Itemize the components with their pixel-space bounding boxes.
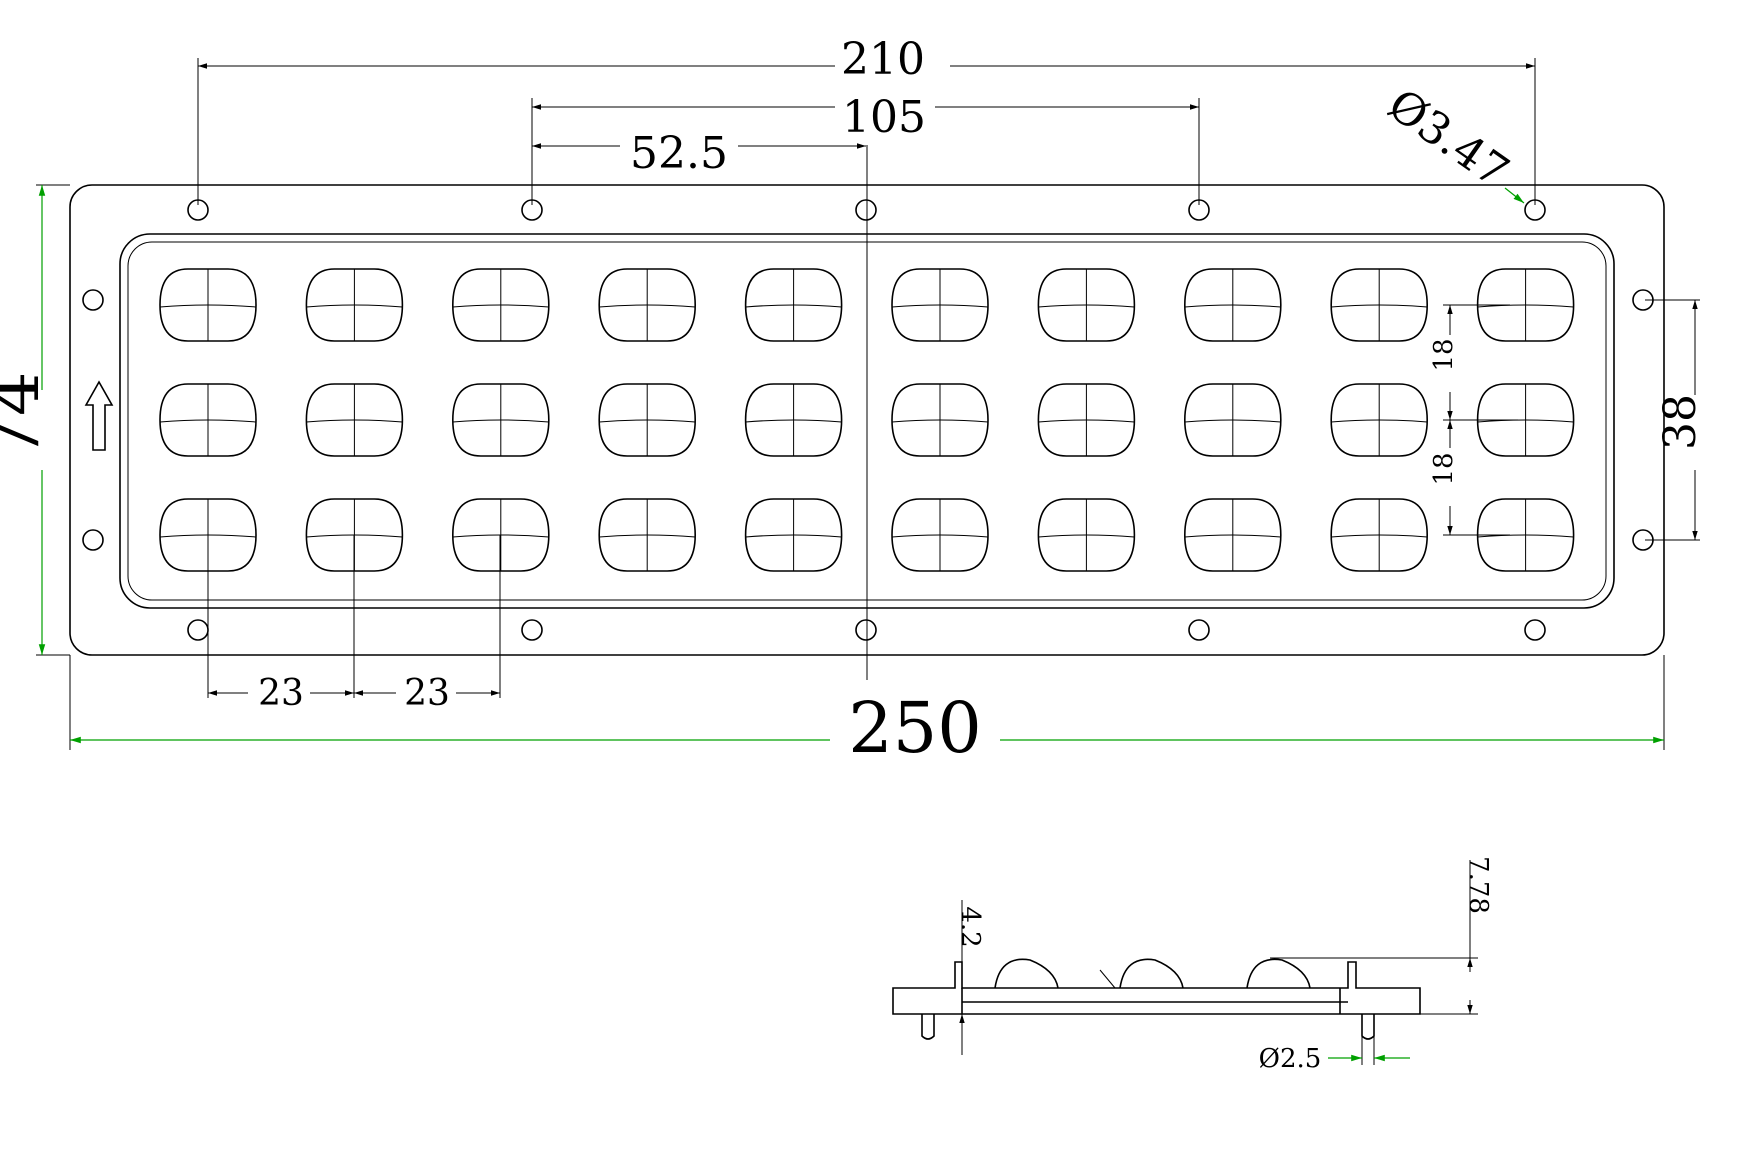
lens [1330, 268, 1429, 342]
dim-pin-diameter: Ø2.5 [1259, 1044, 1322, 1074]
lens [1330, 383, 1429, 457]
lens [305, 268, 404, 342]
mounting-hole [1524, 619, 1546, 641]
top-dimensions: 210 105 52.5 Ø3.47 74 250 23 [0, 34, 1706, 769]
side-lens-2 [1119, 958, 1184, 989]
mounting-hole [521, 619, 543, 641]
dim-250: 250 [848, 687, 982, 769]
lens [1037, 268, 1136, 342]
lens [159, 268, 257, 342]
dim-side-total-height: 7.78 [1463, 856, 1493, 914]
dim-side-base-height: 4.2 [955, 906, 985, 947]
top-view [69, 145, 1665, 680]
lens [1037, 383, 1136, 457]
dim-74: 74 [0, 371, 55, 460]
direction-arrow-icon [84, 380, 114, 451]
mounting-hole [855, 199, 877, 221]
side-view: 7.78 4.2 Ø2.5 [892, 856, 1493, 1074]
mounting-hole [82, 529, 104, 551]
dim-210: 210 [841, 34, 925, 85]
lens [305, 383, 404, 457]
lens [598, 498, 697, 572]
dim-105: 105 [842, 92, 926, 143]
lens [744, 383, 843, 457]
dim-col-pitch-2: 23 [404, 673, 450, 714]
side-lens-3 [1246, 958, 1311, 989]
dim-52-5: 52.5 [630, 128, 728, 179]
side-base-plate [892, 961, 1421, 1015]
dim-row-pitch-1: 18 [1429, 338, 1459, 371]
mounting-hole [82, 289, 104, 311]
lens [1037, 498, 1136, 572]
lens [451, 498, 550, 572]
lens [744, 268, 843, 342]
side-pin-left [921, 1014, 935, 1040]
lens [1330, 498, 1429, 572]
lens [891, 268, 989, 342]
lens [1476, 383, 1575, 457]
mounting-hole [855, 619, 877, 641]
lens [598, 383, 697, 457]
side-lens-1 [994, 958, 1059, 989]
lens [159, 383, 257, 457]
dim-col-pitch-1: 23 [258, 673, 304, 714]
dim-hole-diameter: Ø3.47 [1379, 79, 1518, 198]
lens [1183, 383, 1282, 457]
lens [1183, 268, 1282, 342]
lens [1183, 498, 1282, 572]
lens [451, 268, 550, 342]
lens [891, 383, 989, 457]
dim-row-pitch-2: 18 [1429, 452, 1459, 485]
side-pin-right [1361, 1014, 1375, 1040]
dim-38: 38 [1655, 394, 1706, 450]
mounting-holes [82, 199, 1654, 641]
lens [891, 498, 989, 572]
lens [451, 383, 550, 457]
lens [598, 268, 697, 342]
lens [1476, 268, 1575, 342]
mounting-hole [187, 619, 209, 641]
mounting-hole [1188, 619, 1210, 641]
lens [1476, 498, 1575, 572]
lens [744, 498, 843, 572]
